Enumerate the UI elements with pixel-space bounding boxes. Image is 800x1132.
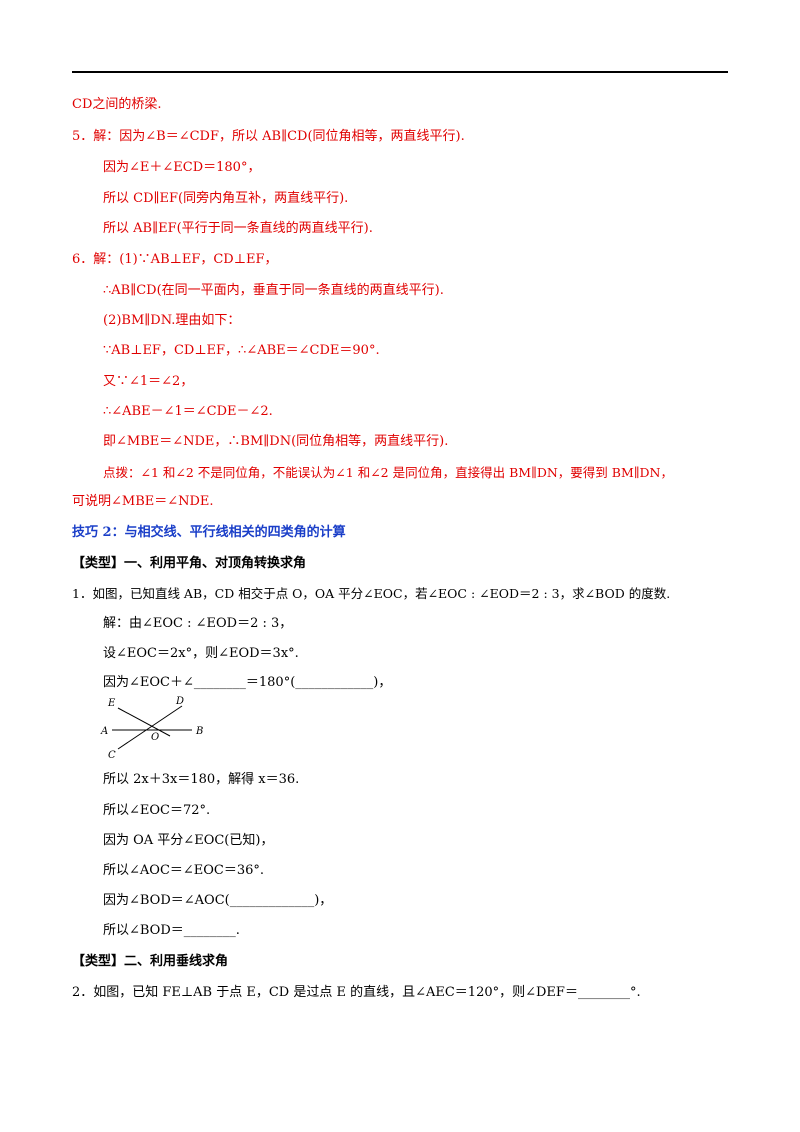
text-line: 所以∠EOC＝72°. <box>103 803 211 818</box>
header-rule <box>72 71 728 73</box>
answer-6-heading: 6．解：(1)∵AB⊥EF，CD⊥EF， <box>72 252 278 267</box>
text-line: ∴AB∥CD(在同一平面内，垂直于同一条直线的两直线平行). <box>103 283 444 298</box>
label-c: C <box>108 750 116 760</box>
hint-line: 点拨：∠1 和∠2 不是同位角，不能误认为∠1 和∠2 是同位角，直接得出 BM… <box>103 465 673 480</box>
label-b: B <box>195 726 203 737</box>
text-line: ∴∠ABE－∠1＝∠CDE－∠2. <box>103 404 273 419</box>
text-line: 解：由∠EOC : ∠EOD＝2 : 3， <box>103 616 293 631</box>
text-line: 因为∠E＋∠ECD＝180°， <box>103 160 261 175</box>
text-line: 因为∠BOD＝∠AOC(_____________)， <box>103 893 333 908</box>
text-line: 所以 CD∥EF(同旁内角互补，两直线平行). <box>103 191 349 206</box>
question-1: 1．如图，已知直线 AB，CD 相交于点 O，OA 平分∠EOC，若∠EOC :… <box>72 586 671 601</box>
text-line: 所以∠AOC＝∠EOC＝36°. <box>103 863 265 878</box>
type-heading: 【类型】一、利用平角、对顶角转换求角 <box>72 556 307 571</box>
label-a: A <box>100 726 108 737</box>
intersecting-lines-figure: E D A O B C <box>100 696 203 760</box>
line-cd <box>117 705 183 750</box>
text-line: ∵AB⊥EF，CD⊥EF，∴∠ABE＝∠CDE＝90°. <box>103 343 380 358</box>
label-d: D <box>175 696 184 707</box>
text-line: 即∠MBE＝∠NDE，∴BM∥DN(同位角相等，两直线平行). <box>103 434 449 449</box>
text-line: 所以 AB∥EF(平行于同一条直线的两直线平行). <box>103 221 373 236</box>
section-title: 技巧 2：与相交线、平行线相关的四类角的计算 <box>72 525 346 540</box>
text-line: 可说明∠MBE＝∠NDE. <box>72 494 214 509</box>
text-line: 因为∠EOC＋∠________＝180°(____________)， <box>103 675 392 690</box>
text-line: 设∠EOC＝2x°，则∠EOD＝3x°. <box>103 646 299 661</box>
ray-oe <box>117 707 171 737</box>
type-heading: 【类型】二、利用垂线求角 <box>72 954 229 969</box>
label-o: O <box>151 732 159 743</box>
question-2: 2．如图，已知 FE⊥AB 于点 E，CD 是过点 E 的直线，且∠AEC＝12… <box>72 985 641 1000</box>
answer-5-heading: 5．解：因为∠B＝∠CDF，所以 AB∥CD(同位角相等，两直线平行). <box>72 129 465 144</box>
text-line: 又∵∠1＝∠2， <box>103 374 194 389</box>
text-line: 所以 2x＋3x＝180，解得 x＝36. <box>103 772 300 787</box>
text-line: CD之间的桥梁. <box>72 97 162 112</box>
text-line: (2)BM∥DN.理由如下： <box>103 313 241 328</box>
text-line: 所以∠BOD＝________. <box>103 923 240 938</box>
text-line: 因为 OA 平分∠EOC(已知)， <box>103 833 274 848</box>
label-e: E <box>107 698 116 709</box>
